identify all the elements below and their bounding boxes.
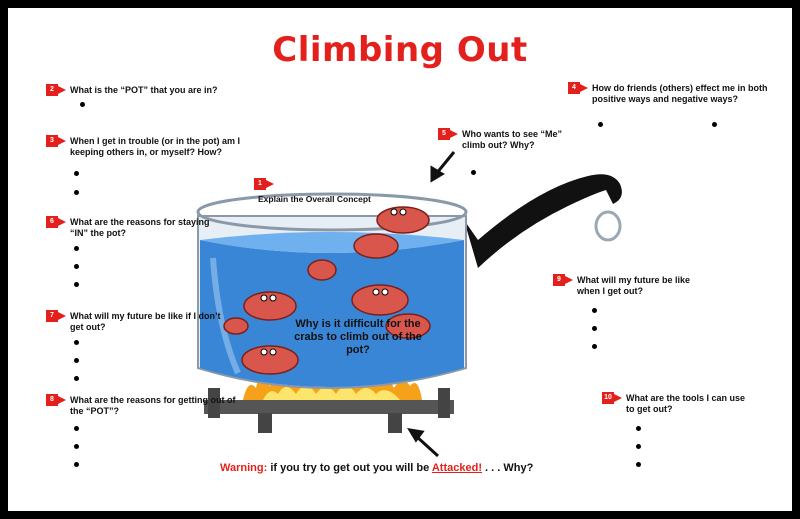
flag-icon: 9: [553, 274, 573, 286]
bullet-dot: [80, 102, 85, 107]
flag-number: 5: [442, 130, 446, 137]
bullet-dot: [74, 444, 79, 449]
arrow-icon: [407, 151, 456, 458]
question-10: What are the tools I can use to get out?: [626, 393, 756, 415]
flag-number: 8: [50, 396, 54, 403]
flag-icon: 5: [438, 128, 458, 140]
flag-icon: 2: [46, 84, 66, 96]
flag-icon: 4: [568, 82, 588, 94]
question-2: What is the “POT” that you are in?: [70, 85, 260, 96]
flag-number: 2: [50, 86, 54, 93]
flag-number: 7: [50, 312, 54, 319]
pot-question: Why is it difficult for the crabs to cli…: [294, 318, 422, 356]
bullet-dot: [74, 264, 79, 269]
flag-number: 6: [50, 218, 54, 225]
bullet-dot: [712, 122, 717, 127]
bullet-dot: [74, 246, 79, 251]
crabs: [223, 206, 431, 375]
poster-title: Climbing Out: [272, 30, 528, 70]
flag-icon: 10: [602, 392, 622, 404]
pot-handle: [464, 174, 622, 268]
bullet-dot: [636, 426, 641, 431]
bullet-dot: [74, 190, 79, 195]
flag-icon: 6: [46, 216, 66, 228]
bullet-dot: [636, 462, 641, 467]
bullet-dot: [636, 444, 641, 449]
question-text: What will my future be like if I don’t g…: [70, 311, 221, 332]
bullet-dot: [598, 122, 603, 127]
warning-label: Warning:: [220, 462, 268, 474]
warning-ending: . . . Why?: [485, 462, 534, 474]
warning-text: if you try to get out you will be: [270, 462, 430, 474]
question-text: What will my future be like when I get o…: [577, 275, 691, 296]
attacked-word: Attacked!: [431, 462, 482, 474]
question-text: What is the “POT” that you are in?: [70, 85, 218, 95]
question-text: When I get in trouble (or in the pot) am…: [70, 136, 240, 157]
poster: Climbing Out: [8, 8, 792, 511]
question-7: What will my future be like if I don’t g…: [70, 311, 230, 333]
pot-illustration: [196, 151, 622, 458]
bullet-dot: [74, 340, 79, 345]
question-9: What will my future be like when I get o…: [577, 275, 712, 297]
question-text: What are the reasons for staying “IN” th…: [70, 217, 210, 238]
bullet-dot: [74, 171, 79, 176]
bullet-dot: [74, 282, 79, 287]
flag-icon: 8: [46, 394, 66, 406]
question-3: When I get in trouble (or in the pot) am…: [70, 136, 255, 158]
flag-number: 3: [50, 137, 54, 144]
question-text: What are the reasons for getting out of …: [70, 395, 236, 416]
question-8: What are the reasons for getting out of …: [70, 395, 240, 417]
warning-line: Warning: if you try to get out you will …: [220, 462, 533, 474]
question-text: Who wants to see “Me” climb out? Why?: [462, 129, 563, 150]
question-4: How do friends (others) effect me in bot…: [592, 83, 787, 105]
explain-concept-label: Explain the Overall Concept: [258, 194, 371, 204]
bullet-dot: [74, 462, 79, 467]
question-text: How do friends (others) effect me in bot…: [592, 83, 768, 104]
bullet-dot: [592, 326, 597, 331]
bullet-dot: [471, 170, 476, 175]
bullet-dot: [74, 426, 79, 431]
bullet-dot: [592, 308, 597, 313]
flag-number: 9: [557, 276, 561, 283]
flag-number: 1: [258, 180, 262, 187]
flag-number: 4: [572, 84, 576, 91]
flag-number: 10: [604, 394, 612, 401]
flag-icon: 7: [46, 310, 66, 322]
question-text: What are the tools I can use to get out?: [626, 393, 746, 414]
bullet-dot: [592, 344, 597, 349]
flag-icon: 3: [46, 135, 66, 147]
question-6: What are the reasons for staying “IN” th…: [70, 217, 230, 239]
question-5: Who wants to see “Me” climb out? Why?: [462, 129, 562, 151]
stove-burner: [204, 388, 454, 433]
bullet-dot: [74, 358, 79, 363]
bullet-dot: [74, 376, 79, 381]
flag-icon: 1: [254, 178, 274, 190]
